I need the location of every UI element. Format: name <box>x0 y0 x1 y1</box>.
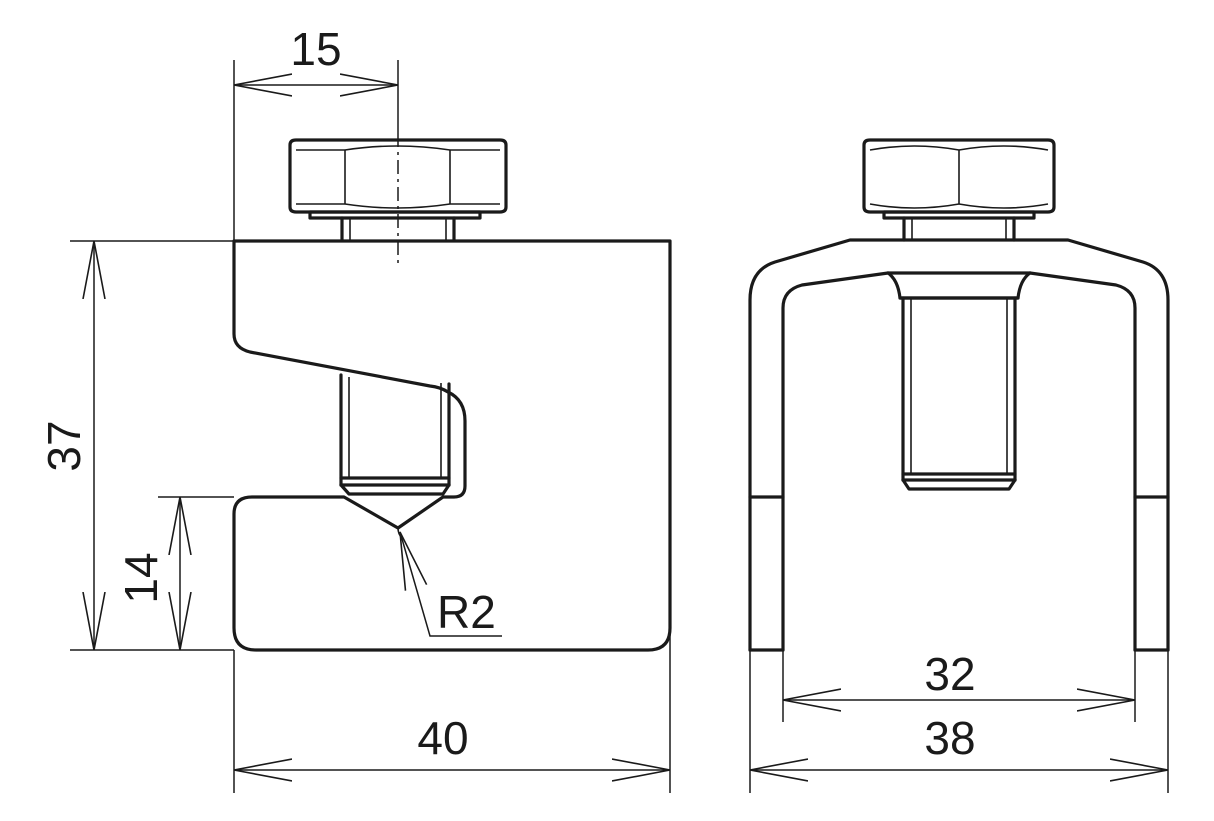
dimension-label-14: 14 <box>115 552 167 603</box>
dimension-label-r2: R2 <box>437 586 496 638</box>
dimension-32: 32 <box>782 648 1136 722</box>
dimension-14: 14 <box>115 496 234 650</box>
dimension-label-37: 37 <box>38 420 90 471</box>
dimension-label-15: 15 <box>290 23 341 75</box>
dimension-38: 38 <box>749 650 1169 793</box>
bolt-thread-side <box>339 373 451 496</box>
dimension-label-32: 32 <box>924 648 975 700</box>
clamp-frame-front <box>748 238 1170 652</box>
dimension-37: 37 <box>38 240 234 651</box>
bolt-thread-front <box>886 271 1032 491</box>
dimension-label-38: 38 <box>924 712 975 764</box>
clamp-body-side <box>232 239 672 652</box>
bolt-shank-front <box>902 216 1016 242</box>
bolt-head-front <box>862 138 1056 220</box>
dimension-label-40: 40 <box>417 712 468 764</box>
side-view: 15 37 14 R2 40 <box>38 23 672 793</box>
dimension-15: 15 <box>233 23 399 241</box>
dimension-r2: R2 <box>400 532 502 638</box>
bolt-shank-side <box>340 216 456 242</box>
dimension-40: 40 <box>233 628 671 793</box>
front-view: 32 38 <box>748 138 1170 793</box>
